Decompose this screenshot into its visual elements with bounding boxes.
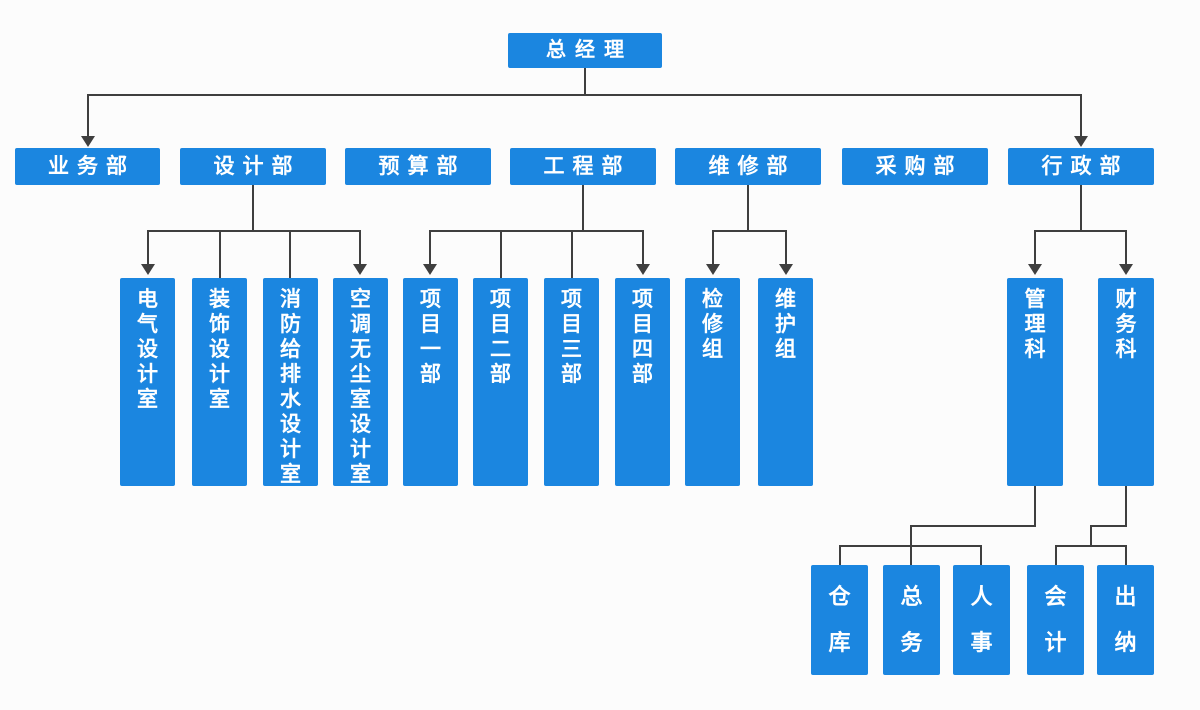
org-node-decoration-design-room: 装饰设计室: [192, 278, 247, 486]
connector-line: [1080, 94, 1082, 137]
connector-line: [1125, 545, 1127, 565]
org-node-warehouse: 仓库: [811, 565, 868, 675]
connector-line: [571, 230, 573, 278]
connector-line: [582, 185, 584, 232]
arrowhead-down-icon: [423, 264, 437, 275]
org-node-accounting: 会计: [1027, 565, 1084, 675]
org-node-inspection-group: 检修组: [685, 278, 740, 486]
connector-line: [1125, 230, 1127, 265]
org-node-design-dept: 设计部: [180, 148, 326, 185]
org-node-admin-dept: 行政部: [1008, 148, 1154, 185]
arrowhead-down-icon: [706, 264, 720, 275]
org-node-hvac-cleanroom-design-room: 空调无尘室设计室: [333, 278, 388, 486]
arrowhead-down-icon: [1119, 264, 1133, 275]
org-node-electrical-design-room: 电气设计室: [120, 278, 175, 486]
arrowhead-down-icon: [1074, 136, 1088, 147]
connector-line: [87, 94, 89, 137]
connector-line: [1055, 545, 1127, 547]
connector-line: [429, 230, 644, 232]
org-node-project-dept-2: 项目二部: [473, 278, 528, 486]
org-node-business-dept: 业务部: [15, 148, 160, 185]
org-node-general-affairs: 总务: [883, 565, 940, 675]
org-node-project-dept-3: 项目三部: [544, 278, 599, 486]
connector-line: [712, 230, 714, 265]
arrowhead-down-icon: [81, 136, 95, 147]
connector-line: [429, 230, 431, 265]
connector-line: [980, 545, 982, 565]
arrowhead-down-icon: [779, 264, 793, 275]
connector-line: [147, 230, 149, 265]
connector-line: [642, 230, 644, 265]
connector-line: [910, 525, 912, 547]
org-node-cashier: 出纳: [1097, 565, 1154, 675]
connector-line: [1090, 525, 1127, 527]
connector-line: [785, 230, 787, 265]
connector-line: [1090, 525, 1092, 547]
org-node-upkeep-group: 维护组: [758, 278, 813, 486]
connector-line: [1034, 230, 1036, 265]
connector-line: [1034, 230, 1127, 232]
arrowhead-down-icon: [1028, 264, 1042, 275]
org-node-finance-section: 财务科: [1098, 278, 1154, 486]
org-node-fire-plumbing-design-room: 消防给排水设计室: [263, 278, 318, 486]
org-node-project-dept-4: 项目四部: [615, 278, 670, 486]
org-node-maintenance-dept: 维修部: [675, 148, 821, 185]
connector-line: [584, 68, 586, 95]
connector-line: [1034, 486, 1036, 527]
connector-line: [500, 230, 502, 278]
connector-line: [1055, 545, 1057, 565]
arrowhead-down-icon: [141, 264, 155, 275]
connector-line: [252, 185, 254, 232]
org-node-budget-dept: 预算部: [345, 148, 491, 185]
org-node-personnel: 人事: [953, 565, 1010, 675]
org-node-engineering-dept: 工程部: [510, 148, 656, 185]
org-node-general-manager: 总经理: [508, 33, 662, 68]
connector-line: [359, 230, 361, 265]
connector-line: [910, 545, 912, 565]
connector-line: [1080, 185, 1082, 232]
org-node-project-dept-1: 项目一部: [403, 278, 458, 486]
connector-line: [747, 185, 749, 232]
org-node-purchasing-dept: 采购部: [842, 148, 988, 185]
connector-line: [87, 94, 1081, 96]
connector-line: [712, 230, 787, 232]
connector-line: [147, 230, 361, 232]
arrowhead-down-icon: [636, 264, 650, 275]
org-node-management-section: 管理科: [1007, 278, 1063, 486]
connector-line: [219, 230, 221, 278]
connector-line: [1125, 486, 1127, 527]
arrowhead-down-icon: [353, 264, 367, 275]
connector-line: [910, 525, 1036, 527]
connector-line: [289, 230, 291, 278]
connector-line: [839, 545, 841, 565]
